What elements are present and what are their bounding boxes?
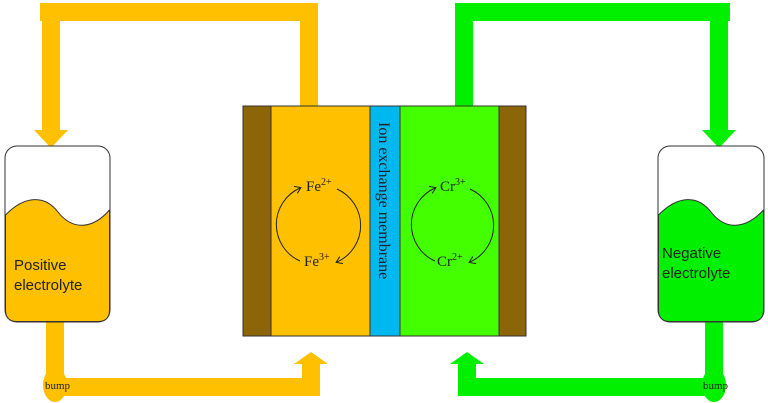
reduction-arrow-icon xyxy=(337,188,362,262)
cr-bottom-ion: Cr2+ xyxy=(437,252,463,270)
fe-top-ion: Fe2+ xyxy=(306,177,332,195)
positive-tank-label-2: electrolyte xyxy=(14,277,82,294)
membrane-label: Ion exchange membrane xyxy=(375,122,392,279)
positive-pump xyxy=(43,368,67,402)
positive-pump-label: bump xyxy=(45,380,71,392)
positive-tank: Positive electrolyte xyxy=(4,145,111,323)
negative-pump-label: bump xyxy=(703,380,729,392)
positive-supply-pipe xyxy=(34,3,318,148)
negative-tank-label-2: electrolyte xyxy=(662,265,730,282)
ion-exchange-membrane xyxy=(369,105,401,337)
cell-stack xyxy=(242,105,527,337)
negative-supply-pipe xyxy=(455,3,736,148)
negative-return-pipe xyxy=(450,320,723,396)
positive-electrode xyxy=(242,105,272,337)
cr-reduction-arrow-icon xyxy=(470,188,495,262)
negative-half-cell xyxy=(399,105,500,337)
negative-tank: Negative electrolyte xyxy=(657,145,765,323)
positive-half-cell xyxy=(270,105,371,337)
negative-tank-label: Negative xyxy=(662,245,721,262)
oxidation-arrow-icon xyxy=(275,188,300,262)
positive-tank-label: Positive xyxy=(14,257,67,274)
negative-pump xyxy=(702,368,726,402)
fe-bottom-ion: Fe3+ xyxy=(304,252,330,270)
negative-electrode xyxy=(498,105,527,337)
cr-top-ion: Cr3+ xyxy=(440,177,466,195)
cr-oxidation-arrow-icon xyxy=(410,188,435,262)
